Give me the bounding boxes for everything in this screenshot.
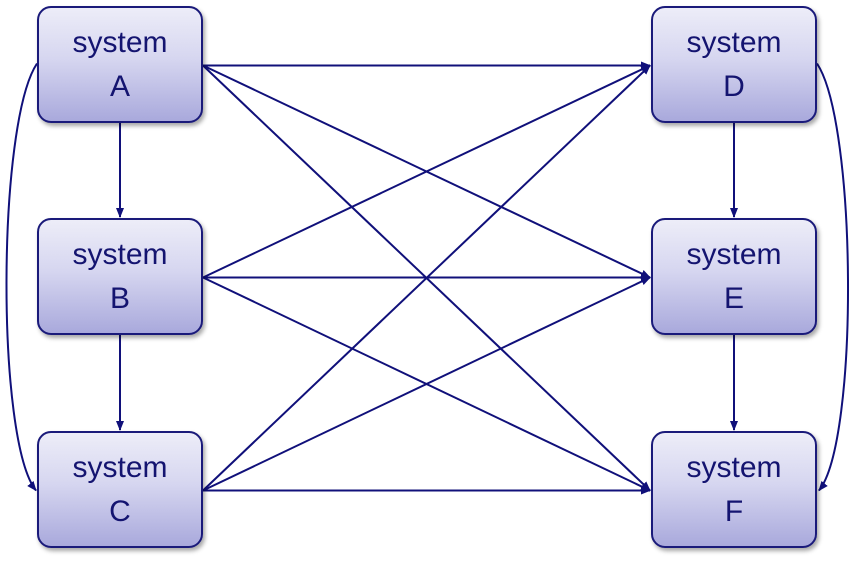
edge-d-to-f bbox=[816, 62, 849, 492]
node-system-a: system A bbox=[37, 6, 203, 123]
node-a-line2: A bbox=[109, 69, 130, 103]
node-b-line1: system bbox=[72, 237, 168, 271]
node-f-line1: system bbox=[686, 450, 782, 484]
node-system-b: system B bbox=[37, 218, 203, 335]
node-e-line1: system bbox=[686, 237, 782, 271]
node-c-line2: C bbox=[109, 494, 131, 528]
edge-a-to-c bbox=[5, 62, 38, 492]
edge-c-to-d bbox=[202, 64, 651, 492]
edge-b-to-d bbox=[202, 64, 651, 279]
node-system-d: system D bbox=[651, 6, 817, 123]
node-d-line2: D bbox=[723, 69, 745, 103]
node-d-line1: system bbox=[686, 25, 782, 59]
node-e-line2: E bbox=[723, 281, 744, 315]
node-f-line2: F bbox=[724, 494, 744, 528]
node-c-line1: system bbox=[72, 450, 168, 484]
node-system-c: system C bbox=[37, 431, 203, 548]
node-system-f: system F bbox=[651, 431, 817, 548]
edge-c-to-e bbox=[202, 276, 651, 492]
node-b-line2: B bbox=[109, 281, 130, 315]
node-a-line1: system bbox=[72, 25, 168, 59]
node-system-e: system E bbox=[651, 218, 817, 335]
